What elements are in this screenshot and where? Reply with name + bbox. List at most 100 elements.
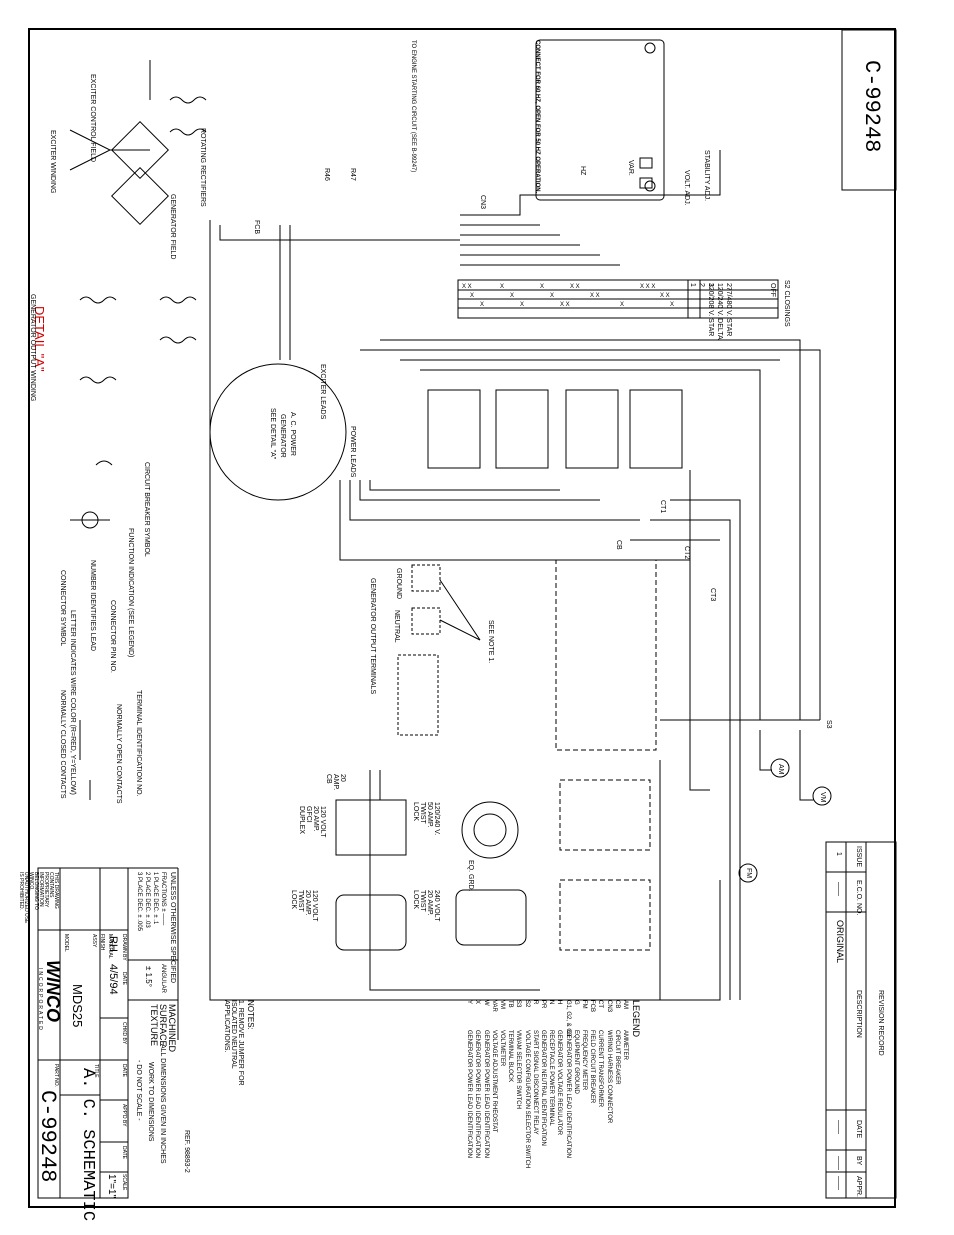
gen-output-winding-label: GENERATOR OUTPUT WINDING: [29, 294, 36, 402]
r46-label: R46: [323, 168, 330, 181]
ground-label: GROUND: [395, 568, 402, 600]
legend-code: TB: [507, 1000, 514, 1008]
revision-record-frame: [825, 841, 897, 1199]
s2-row-1-label: 120/208 V. STAR: [707, 283, 714, 337]
svg-text:X: X: [620, 302, 624, 308]
key-letter-color: LETTER INDICATES WIRE COLOR (R=RED, Y=YE…: [69, 610, 76, 795]
gen-output-terminals-label: GENERATOR OUTPUT TERMINALS: [369, 578, 376, 695]
legend-code: VAR: [490, 1000, 497, 1012]
legend-description: WIRING HARNESS CONNECTOR: [605, 1030, 612, 1124]
scale-value: 1"=1": [106, 1174, 117, 1199]
exciter-control-field-label: EXCITER CONTROL FIELD: [89, 74, 96, 163]
svg-text:X: X: [520, 302, 524, 308]
svg-text:X: X: [540, 284, 544, 290]
drawing-number-box: [841, 29, 897, 191]
date-value: 4/5/94: [107, 964, 119, 995]
part-no-label: PART NO.: [53, 1064, 59, 1088]
legend-description: EQUIPMENT GROUND: [572, 1030, 579, 1094]
key-terminal-id: TERMINAL IDENTIFICATION NO.: [135, 690, 142, 797]
legend-code: Y: [466, 1000, 473, 1005]
scale-label: SCALE: [121, 1174, 127, 1191]
drawn-by-label: DRAWN BY: [121, 934, 127, 961]
legend-code: VM: [499, 1000, 505, 1009]
note-1: 1. REMOVE JUMPER FOR ISOLATED NEUTRAL AP…: [223, 1000, 244, 1086]
key-function-indication: FUNCTION INDICATION (SEE LEGEND): [127, 528, 134, 658]
legend-code: G: [572, 1000, 579, 1005]
angular-label: ANGULAR: [160, 964, 166, 994]
legend-description: GENERATOR VOLTAGE REGULATOR: [556, 1030, 563, 1136]
rev-row1-issue: 1: [835, 852, 842, 856]
legend-description: VOLTMETER: [499, 1030, 505, 1067]
s2-row-1-num: 1: [689, 283, 696, 287]
rev-col-appr: APPR.: [855, 1176, 862, 1198]
rev-col-date: DATE: [855, 1120, 862, 1139]
hz-label: HZ: [579, 166, 586, 176]
svg-text:X X: X X: [590, 293, 600, 299]
exciter-winding-label: EXCITER WINDING: [49, 130, 56, 194]
title-block-frame: [37, 867, 129, 1199]
legend-description: TERMINAL BLOCK: [507, 1030, 514, 1083]
generator-line3: SEE DETAIL "A": [269, 408, 276, 460]
s2-row-3-label: 277/480 V. STAR: [725, 283, 732, 337]
fm-label: FM: [745, 868, 752, 879]
rev-row1-by: ——: [835, 1156, 842, 1170]
drawing-border: [28, 28, 896, 1208]
legend-code: R: [531, 1000, 538, 1005]
tol-2place: 2 PLACE DEC. ± .03: [144, 872, 150, 928]
work-note: WORK TO DIMENSIONS: [147, 1062, 154, 1142]
company-logo: WINCO: [43, 960, 63, 1022]
rev-row1-appr: ——: [835, 1176, 842, 1190]
legend-description: RECEPTACLE POWER TERMINAL: [548, 1030, 555, 1126]
s2-row-off: OFF: [769, 283, 776, 297]
engine-start-label: TO ENGINE STARTING CIRCUIT (SEE B-99247): [410, 40, 416, 173]
legend-description: GENERATOR POWER LEAD IDENTIFICATION: [466, 1030, 473, 1159]
svg-text:X: X: [500, 284, 504, 290]
svg-text:X: X: [480, 302, 484, 308]
tol-3place: 3 PLACE DEC. ± .005: [136, 872, 142, 931]
surface-label: MACHINED SURFACE TEXTURE: [149, 1004, 177, 1053]
s3-label: S3: [825, 720, 832, 729]
svg-text:X X: X X: [560, 302, 570, 308]
svg-text:X: X: [510, 293, 514, 299]
stability-adj-label: STABILITY ADJ.: [703, 150, 710, 202]
legend-description: FIELD CIRCUIT BREAKER: [589, 1030, 596, 1104]
legend-code: AM: [622, 1000, 628, 1009]
eq-grd-label: EQ. GRD.: [467, 860, 474, 892]
assy-label: ASSY: [91, 934, 97, 948]
svg-text:X: X: [470, 293, 474, 299]
s2-row-3-num: 3: [707, 283, 714, 287]
legend-header: LEGEND: [631, 1000, 641, 1038]
legend-description: GENERATOR POWER LEAD IDENTIFICATION: [474, 1030, 481, 1159]
notes-header: NOTES:: [246, 1000, 255, 1030]
neutral-label: NEUTRAL: [393, 610, 400, 643]
legend-description: VOLTAGE CONFIGURATION SELECTOR SWITCH: [523, 1030, 530, 1169]
key-circuit-breaker: CIRCUIT BREAKER SYMBOL: [143, 462, 150, 557]
legend-description: GENERATOR POWER LEAD IDENTIFICATION: [564, 1030, 571, 1159]
svg-text:X: X: [670, 302, 674, 308]
ct2-label: CT2: [683, 546, 690, 560]
r47-label: R47: [349, 168, 356, 181]
legend-description: START SIGNAL DISCONNECT RELAY: [531, 1030, 538, 1135]
legend-code: FM: [581, 1000, 587, 1009]
legend-description: GENERATOR NEUTRAL IDENTIFICATION: [540, 1030, 546, 1146]
s2-closings-header: S2 CLOSINGS: [783, 280, 790, 327]
legend-code: N: [548, 1000, 555, 1005]
ct1-label: CT1: [659, 500, 666, 514]
model-label: MODEL: [63, 934, 69, 952]
tol-fractions: FRACTIONS ± ——: [160, 872, 166, 926]
key-normally-open: NORMALLY OPEN CONTACTS: [115, 704, 122, 804]
legend-code: S2: [523, 1000, 530, 1008]
legend-description: VOLTAGE ADJUSTMENT RHEOSTAT: [490, 1030, 497, 1133]
twist-50-label: 120/240 V. 50 AMP. TWIST LOCK: [412, 802, 440, 836]
part-no-value: C-99248: [35, 1090, 60, 1183]
svg-text:X X X: X X X: [640, 284, 655, 290]
rev-row1-desc: ORIGINAL: [835, 920, 845, 964]
cb-label: CB: [615, 540, 622, 550]
legend-code: X: [474, 1000, 481, 1005]
amp20-cb-label: 20 AMP. CB: [325, 774, 346, 791]
svg-text:X X: X X: [462, 284, 472, 290]
svg-text:X X: X X: [660, 293, 670, 299]
rev-col-by: BY: [855, 1156, 862, 1166]
rotating-rectifiers-label: ROTATING RECTIFIERS: [199, 128, 206, 207]
